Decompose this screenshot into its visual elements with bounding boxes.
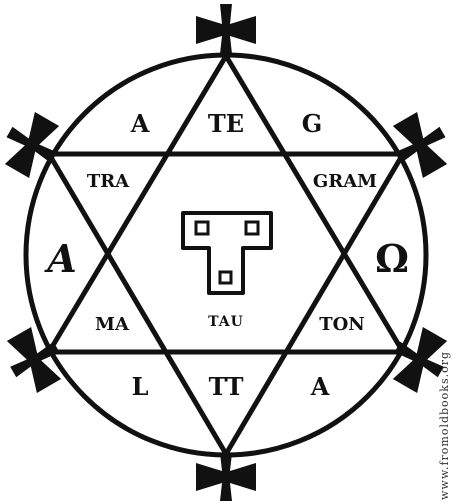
ring-letter-g: G xyxy=(302,109,323,138)
cross-lower-left xyxy=(6,327,62,393)
upward-triangle xyxy=(44,51,408,355)
ring-letter-a-bottom: A xyxy=(310,372,330,401)
star-word-ma: MA xyxy=(95,314,130,335)
star-word-gram: GRAM xyxy=(313,171,377,192)
center-word-tau: TAU xyxy=(208,314,244,330)
downward-triangle xyxy=(44,151,408,459)
cross-top xyxy=(196,4,256,54)
cross-upper-right xyxy=(392,112,448,178)
ring-letter-l: L xyxy=(132,372,149,401)
watermark-text: www.fromoldbooks.org xyxy=(438,351,451,500)
cross-lower-right xyxy=(392,327,448,393)
star-word-tra: TRA xyxy=(87,171,130,192)
ring-letter-a-top: A xyxy=(130,109,150,138)
star-word-ton: TON xyxy=(319,314,365,335)
cross-upper-left xyxy=(4,112,60,178)
ring-letter-omega: Ω xyxy=(375,236,409,281)
ring-letter-tt: TT xyxy=(209,372,244,401)
ring-letter-te: TE xyxy=(208,109,244,138)
cross-bottom xyxy=(196,453,256,501)
tau-glyph-icon xyxy=(181,211,273,295)
ring-letter-a-left: A xyxy=(44,236,76,281)
